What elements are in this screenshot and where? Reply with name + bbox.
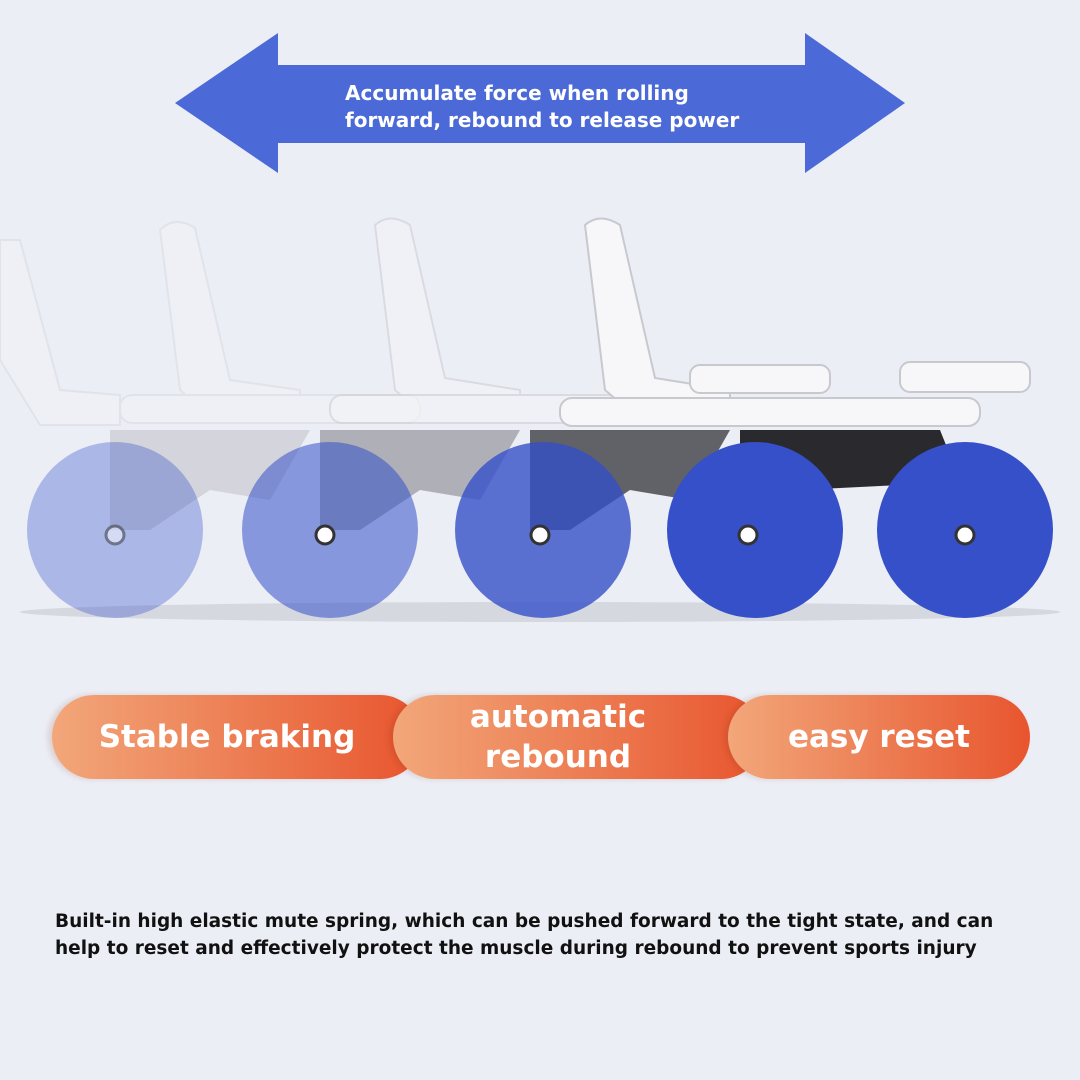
description-line1: Built-in high elastic mute spring, which…: [55, 911, 994, 932]
arrow-caption: Accumulate force when rolling forward, r…: [345, 80, 739, 134]
feature-label: easy reset: [787, 719, 970, 755]
double-headed-arrow-icon: [175, 33, 905, 173]
feature-pill-easy-reset: easy reset: [728, 695, 1030, 779]
description-text: Built-in high elastic mute spring, which…: [55, 908, 1035, 962]
arrow-caption-line2: forward, rebound to release power: [345, 108, 740, 132]
ab-roller-motion-illustration: [0, 217, 1060, 622]
feature-pill-automatic-rebound: automatic rebound: [393, 695, 763, 779]
arrow-caption-line1: Accumulate force when rolling: [345, 81, 689, 105]
feature-label-line2: rebound: [484, 739, 632, 775]
feature-label: Stable braking: [98, 719, 356, 755]
feature-pill-stable-braking: Stable braking: [52, 695, 422, 779]
description-line2: help to reset and effectively protect th…: [55, 938, 977, 959]
feature-label-line1: automatic: [469, 699, 647, 735]
